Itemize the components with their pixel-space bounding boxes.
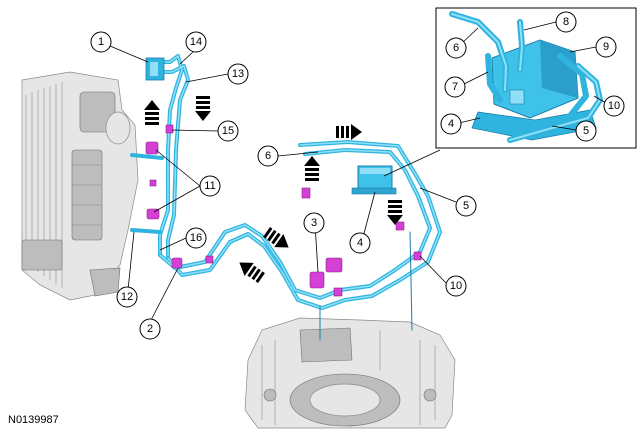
callout-label: 2	[147, 323, 153, 335]
flow-arrow-down-left	[195, 96, 211, 121]
callout-label: 12	[121, 291, 133, 303]
tube-clips	[145, 124, 422, 297]
callout-label: 9	[603, 41, 609, 53]
leader-lines	[109, 45, 457, 323]
radiator-assembly	[21, 71, 139, 301]
callout-label: 1	[98, 36, 104, 48]
flow-arrows	[144, 96, 403, 283]
callout-label: 5	[463, 200, 469, 212]
inset-callout-6: 6	[445, 37, 467, 59]
flow-arrow-down-right	[387, 200, 403, 225]
callout-3: 3	[303, 212, 325, 234]
callout-label: 6	[453, 42, 459, 54]
inset-callout-4: 4	[440, 113, 462, 135]
callout-label: 7	[452, 81, 458, 93]
callout-11: 11	[199, 175, 221, 197]
cooler-tubes	[130, 54, 442, 341]
callout-label: 5	[583, 125, 589, 137]
callout-12: 12	[116, 286, 138, 308]
callout-label: 16	[190, 232, 202, 244]
callout-label: 11	[204, 180, 215, 192]
callout-label: 4	[357, 237, 363, 249]
callout-label: 13	[232, 68, 244, 80]
inset-callout-5: 5	[575, 120, 597, 142]
transmission-case	[244, 317, 456, 429]
callout-1: 1	[90, 31, 112, 53]
detail-inset	[435, 7, 637, 149]
callout-14: 14	[185, 31, 207, 53]
flow-arrow-right-top	[336, 124, 362, 140]
flow-arrow-up-mid	[304, 156, 320, 181]
inset-callout-9: 9	[595, 36, 617, 58]
figure-code: N0139987	[8, 414, 59, 426]
flow-arrow-diag-down	[263, 227, 289, 248]
callout-2: 2	[139, 318, 161, 340]
callout-label: 10	[450, 280, 462, 292]
callout-label: 15	[222, 125, 234, 137]
callout-4: 4	[349, 232, 371, 254]
callout-10: 10	[445, 275, 467, 297]
callout-13: 13	[227, 63, 249, 85]
oil-cooler-block	[351, 165, 397, 195]
callout-label: 4	[448, 118, 454, 130]
inset-callout-8: 8	[555, 11, 577, 33]
callout-5: 5	[455, 195, 477, 217]
inset-callout-10: 10	[603, 95, 625, 117]
callout-16: 16	[185, 227, 207, 249]
callout-label: 3	[311, 217, 317, 229]
flow-arrow-up-left	[144, 100, 160, 125]
flow-arrow-diag-up	[239, 262, 265, 283]
callout-15: 15	[217, 120, 239, 142]
callout-label: 14	[190, 36, 202, 48]
callout-label: 6	[265, 150, 271, 162]
inset-callout-7: 7	[444, 76, 466, 98]
callout-label: 8	[563, 16, 569, 28]
callout-label: 10	[608, 100, 620, 112]
callout-6: 6	[257, 145, 279, 167]
